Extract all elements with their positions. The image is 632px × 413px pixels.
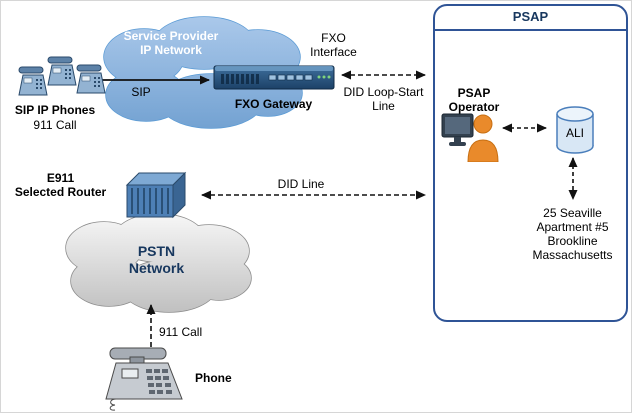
did-loop-start-label: DID Loop-Start Line <box>343 85 424 113</box>
fxo-gateway-label: FXO Gateway <box>234 97 313 111</box>
fxo-gateway-icon <box>213 65 335 90</box>
ali-address-text: 25 Seaville Apartment #5 Brookline Massa… <box>532 206 613 262</box>
e911-router-icon <box>125 171 187 219</box>
phone-label: Phone <box>195 371 232 385</box>
psap-title: PSAP <box>512 9 549 24</box>
phone-911-call-label: 911 Call <box>159 325 203 339</box>
ali-label: ALI <box>565 126 584 140</box>
sip-911-call-label: 911 Call <box>33 118 77 132</box>
e911-router-label: E911 Selected Router <box>14 171 107 199</box>
sip-phones-icon <box>18 56 106 96</box>
psap-operator-icon <box>441 113 499 162</box>
ali-database-icon <box>556 106 594 154</box>
did-line-label: DID Line <box>277 177 325 191</box>
pstn-cloud-label: PSTN Network <box>128 243 185 276</box>
fxo-interface-label: FXO Interface <box>310 31 357 59</box>
pstn-cloud-icon <box>65 213 252 313</box>
phone-icon <box>105 347 183 411</box>
sip-edge-label: SIP <box>131 85 151 99</box>
psap-operator-label: PSAP Operator <box>448 86 500 114</box>
service-provider-cloud-label: Service Provider IP Network <box>123 29 219 57</box>
psap-divider <box>435 29 626 31</box>
sip-ip-phones-label: SIP IP Phones <box>14 103 96 117</box>
psap-box: PSAP PSAP Operator ALI 25 Seaville Apart… <box>433 4 628 322</box>
